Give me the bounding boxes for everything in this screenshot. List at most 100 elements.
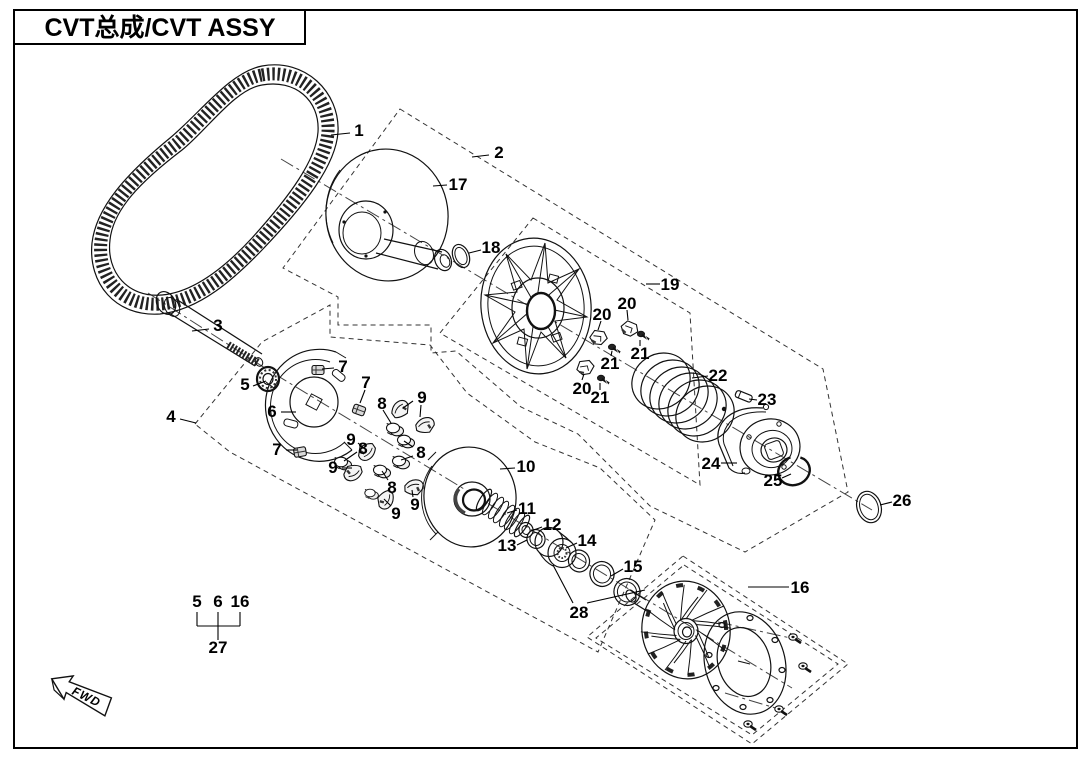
drive-belt: [91, 64, 339, 315]
bolt-threads: [225, 341, 261, 367]
callout-label-21-31: 21: [601, 354, 620, 373]
leader-line-8: [382, 409, 392, 424]
screw-21b: [636, 330, 651, 342]
o-ring-26: [855, 490, 883, 524]
leader-line-2: [471, 154, 490, 158]
secondary-axis-line: [280, 158, 873, 511]
leader-line-20: [581, 373, 585, 381]
fan-mounting-plate: [703, 611, 813, 732]
leader-line-9: [411, 489, 414, 498]
roller-8f: [364, 488, 379, 500]
callout-label-20-30: 20: [573, 379, 592, 398]
cam-housing-24: [717, 403, 801, 476]
group-4-boundary: [194, 304, 656, 653]
page-title: CVT总成/CVT ASSY: [44, 14, 275, 42]
leader-line-22: [691, 375, 709, 379]
leader-line-9: [357, 442, 366, 450]
leader-line-20: [626, 309, 629, 321]
plate-bolt-holes: [705, 614, 786, 711]
fan-wheel: [625, 580, 732, 680]
slider-7c: [292, 445, 308, 459]
fwd-arrow-outline: [50, 674, 113, 717]
group-19-boundary: [439, 217, 701, 486]
callout-label-8-9: 8: [377, 394, 386, 413]
callout-label-18-26: 18: [482, 238, 501, 257]
callout-label-14-22: 14: [578, 531, 597, 550]
callout-label-9-17: 9: [410, 495, 419, 514]
ring-15a: [567, 549, 591, 573]
leader-line-25: [781, 473, 792, 479]
callout-label-8-12: 8: [387, 478, 396, 497]
fan-blades: [640, 584, 732, 676]
callout-label-23-35: 23: [758, 390, 777, 409]
leader-line-20: [597, 320, 602, 331]
leader-line-9: [402, 400, 414, 409]
leader-line-28: [552, 564, 574, 604]
leader-line-18: [468, 249, 482, 254]
ref-bracket-label-6: 6: [213, 592, 222, 611]
leader-line-21: [610, 350, 613, 357]
callout-label-4-3: 4: [166, 407, 176, 426]
clip-20b: [619, 319, 640, 338]
spider-wheel: [480, 237, 592, 375]
leader-line-12: [530, 526, 543, 532]
leader-line-14: [565, 542, 578, 549]
callout-label-16-24: 16: [791, 578, 810, 597]
plate-bolt-a: [787, 632, 803, 645]
leader-line-9: [419, 404, 422, 418]
ring-15b: [589, 560, 615, 588]
ref-bracket-label-5: 5: [192, 592, 201, 611]
group-16-boundary-inner: [595, 564, 839, 736]
belt-teeth: [94, 67, 335, 311]
leader-line-11: [506, 509, 518, 514]
ring-28: [613, 577, 641, 607]
leader-line-8: [343, 451, 358, 462]
screw-21c: [596, 374, 611, 386]
leader-line-1: [330, 132, 351, 136]
callout-label-21-33: 21: [591, 388, 610, 407]
callout-label-7-8: 7: [272, 440, 281, 459]
callout-label-3-2: 3: [213, 316, 222, 335]
leader-line-28: [586, 589, 646, 604]
bearing-14: [534, 526, 577, 569]
ref-bracket-label-27: 27: [209, 638, 228, 657]
callout-label-2-1: 2: [494, 143, 503, 162]
slider-7b: [351, 403, 367, 417]
callout-label-25-37: 25: [764, 471, 783, 490]
leader-line-23: [748, 398, 758, 401]
callout-label-1-0: 1: [354, 121, 363, 140]
leader-line-4: [179, 418, 197, 424]
callout-label-9-14: 9: [346, 430, 355, 449]
plate-bolt-axis-2: [724, 692, 783, 711]
leader-line-8: [403, 440, 414, 448]
callout-label-12-20: 12: [543, 515, 562, 534]
leader-line-17: [432, 184, 448, 187]
callout-label-20-29: 20: [618, 294, 637, 313]
leader-line-7: [359, 389, 366, 404]
callout-label-6-5: 6: [267, 402, 276, 421]
leader-line-3: [191, 328, 210, 332]
fan-rim-shading: [643, 583, 729, 677]
callout-label-13-21: 13: [498, 536, 517, 555]
fixed-sheave-17: [325, 148, 453, 282]
o-ring-18: [451, 243, 471, 269]
callout-label-19-27: 19: [661, 275, 680, 294]
callout-label-26-38: 26: [893, 491, 912, 510]
plate-bolt-b: [797, 661, 813, 674]
callout-label-8-11: 8: [416, 443, 425, 462]
callout-label-20-28: 20: [593, 305, 612, 324]
leader-line-8: [400, 455, 414, 461]
leader-line-15: [610, 568, 624, 577]
roll-pin-23: [734, 390, 753, 403]
crank-bolt: [155, 290, 264, 367]
leader-line-7: [321, 367, 335, 370]
plate-bolt-axis-1: [717, 621, 796, 640]
screw-21a: [607, 343, 622, 355]
sliding-sheave-10: [421, 446, 517, 548]
ref-bracket-label-16: 16: [231, 592, 250, 611]
group-16-boundary-outer: [586, 555, 849, 745]
callout-label-28-39: 28: [570, 603, 589, 622]
callout-label-17-25: 17: [449, 175, 468, 194]
callout-label-9-15: 9: [328, 458, 337, 477]
